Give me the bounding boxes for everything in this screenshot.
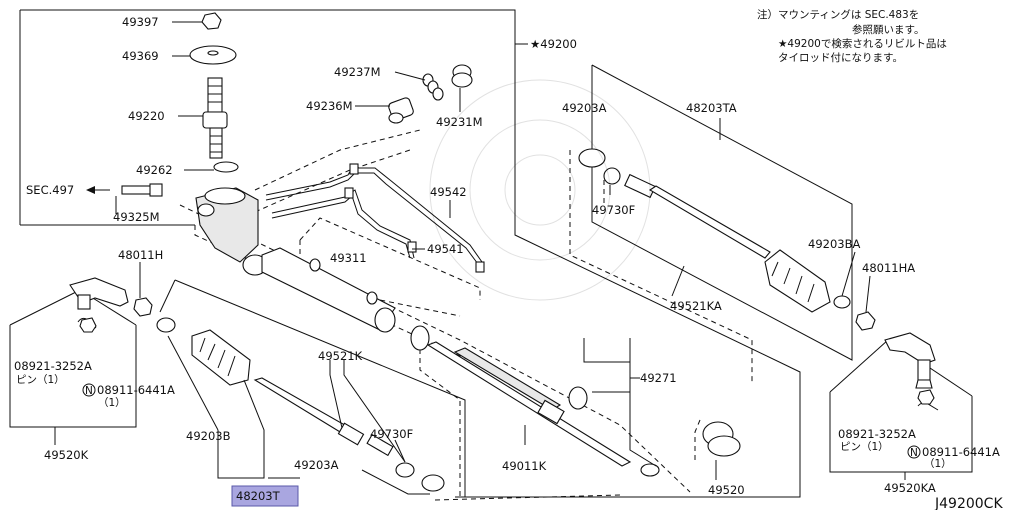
label-49203B: 49203B [186, 429, 231, 443]
highlight-48203T-box [231, 485, 299, 507]
label-49521KA: 49521KA [670, 299, 722, 313]
label-49730F-left: 49730F [370, 427, 413, 441]
parts-drawings [69, 12, 939, 492]
label-49271: 49271 [640, 371, 677, 385]
label-49520: 49520 [708, 483, 745, 497]
rack-tube [261, 247, 396, 333]
pinion-49220 [202, 77, 228, 159]
label-48011H: 48011H [118, 248, 163, 262]
inner-tie-rod-right [624, 173, 771, 259]
label-49203A-right: 49203A [562, 101, 607, 115]
note-line-2: 参照願います。 [852, 23, 924, 36]
label-49325M: 49325M [113, 210, 160, 224]
nut-48011HA [855, 311, 876, 331]
clamp-right-49203A [578, 148, 606, 168]
pipes [265, 163, 485, 273]
label-49262: 49262 [136, 163, 173, 177]
label-49200: ★49200 [530, 37, 577, 51]
boot-49520 [702, 421, 741, 457]
clamp-right-49203BA [833, 295, 851, 309]
tie-rod-end-left [69, 277, 129, 310]
label-49236M: 49236M [306, 99, 353, 113]
watermark-emblem [429, 79, 651, 301]
label-49541: 49541 [427, 242, 464, 256]
label-48011HA: 48011HA [862, 261, 915, 275]
label-49220: 49220 [128, 109, 165, 123]
label-08921-left: 08921-3252A [14, 359, 92, 373]
label-pin-left: ピン（1） [16, 374, 65, 386]
labels: 注）マウンティングは SEC.483を 参照願います。 ★49200で検索される… [14, 8, 1003, 510]
retainer-49236M [388, 97, 414, 124]
nut-48011H [133, 297, 153, 317]
label-49203A-left: 49203A [294, 458, 339, 472]
leader-lines [115, 21, 871, 495]
lock-washer-right [603, 167, 621, 185]
diagram-code: J49200CK [934, 496, 1003, 510]
label-49311: 49311 [330, 251, 367, 265]
note-line-4: タイロッド付になります。 [778, 51, 903, 64]
inner-tie-rod-left [253, 377, 394, 457]
label-49231M: 49231M [436, 115, 483, 129]
note-line-1: 注）マウンティングは SEC.483を [757, 8, 919, 21]
label-49521K: 49521K [318, 349, 363, 363]
boot-left [191, 329, 251, 386]
n-circle-icon-left [82, 383, 96, 397]
label-49011K: 49011K [502, 459, 547, 473]
castle-nut-right [917, 389, 935, 405]
clamp-left [421, 474, 445, 492]
label-49520KA: 49520KA [884, 481, 936, 495]
gear-housing [195, 187, 268, 276]
clamp-49203B [156, 317, 176, 333]
label-n-right: N [910, 447, 918, 459]
label-sec497: SEC.497 [26, 183, 74, 197]
label-qty-left: （1） [98, 397, 126, 409]
label-49397: 49397 [122, 15, 159, 29]
label-49520K: 49520K [44, 448, 89, 462]
bush-49271-b [640, 463, 660, 477]
label-49730F-right: 49730F [592, 203, 635, 217]
label-pin-right: ピン（1） [840, 441, 889, 453]
plug-49325M [121, 183, 163, 197]
boot-right [764, 249, 831, 313]
label-48203TA: 48203TA [686, 101, 737, 115]
nut-49397 [201, 12, 222, 30]
bush-49271-a [568, 386, 588, 410]
label-49203BA: 49203BA [808, 237, 860, 251]
label-48203T-highlight: 48203T [236, 489, 281, 503]
label-08921-right: 08921-3252A [838, 427, 916, 441]
lock-washer-left [395, 462, 415, 478]
label-n-left: N [85, 385, 93, 397]
note-line-3: ★49200で検索されるリビルト品は [778, 37, 947, 50]
arrow-icon [86, 186, 110, 194]
label-49369: 49369 [122, 49, 159, 63]
n-circle-icon-right [907, 445, 921, 459]
label-49542: 49542 [430, 185, 467, 199]
o-ring-49262 [213, 161, 239, 173]
castle-nut-left [79, 317, 97, 333]
tie-rod-end-right [884, 332, 936, 389]
seal-49231M [451, 64, 473, 88]
rack-49011K [410, 325, 632, 467]
label-08911-left: 08911-6441A [97, 383, 175, 397]
label-08911-right: 08911-6441A [922, 445, 1000, 459]
label-49237M: 49237M [334, 65, 381, 79]
spring-49237M [422, 73, 444, 101]
label-qty-right: （1） [924, 458, 952, 470]
